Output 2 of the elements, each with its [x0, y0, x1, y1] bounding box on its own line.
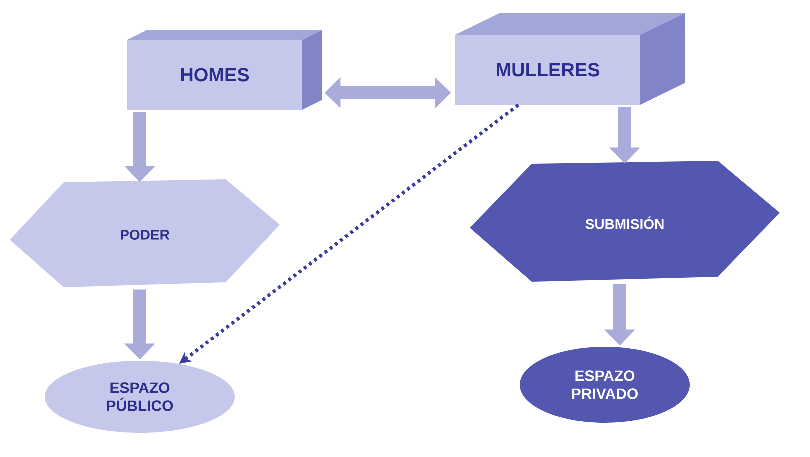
block-box: HOMES [128, 30, 322, 110]
block-box: MULLERES [456, 13, 686, 105]
